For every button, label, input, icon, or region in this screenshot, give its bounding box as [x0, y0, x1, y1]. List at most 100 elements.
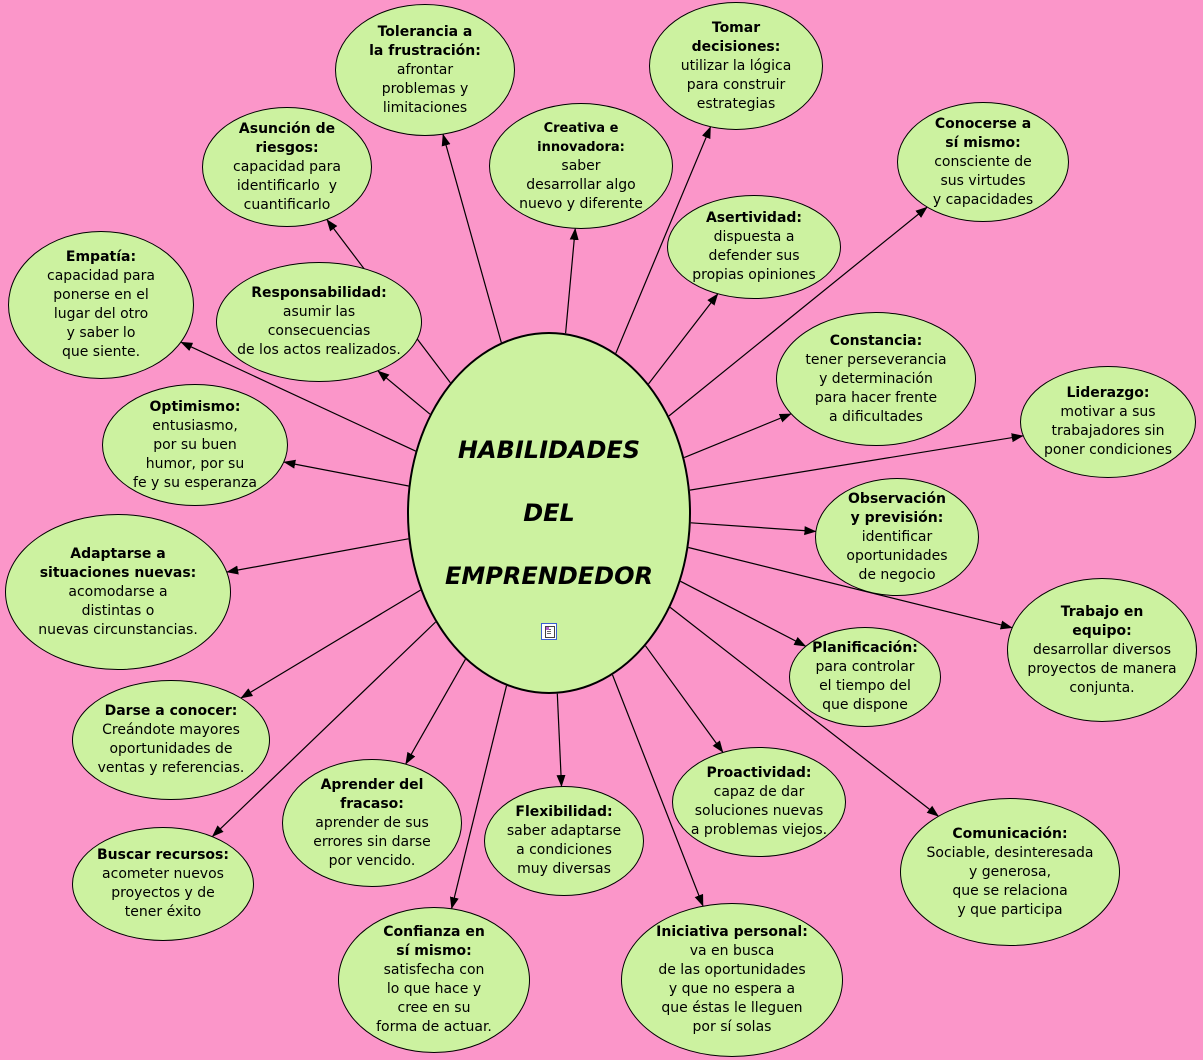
- node-title-line: sí mismo:: [945, 134, 1021, 151]
- node-title-line: equipo:: [1072, 622, 1132, 639]
- node-body-line: que se relaciona: [952, 882, 1068, 899]
- node-title-line: innovadora:: [537, 139, 625, 155]
- node-body-line: acometer nuevos: [102, 866, 224, 882]
- center-title-line: EMPRENDEDOR: [445, 561, 653, 590]
- node-body-line: desarrollar algo: [526, 176, 636, 193]
- arrow-to-tomar-decisiones: [615, 126, 711, 354]
- node-body-line: por su buen: [153, 436, 237, 453]
- node-title-line: Tomar: [711, 19, 761, 36]
- node-optimismo: Optimismo: entusiasmo, por su buen humor, p…: [102, 384, 288, 506]
- node-title-line: Comunicación:: [952, 825, 1068, 842]
- node-body-line: acomodarse a: [68, 583, 168, 600]
- node-body-line: que siente.: [61, 344, 141, 360]
- node-body-line: muy diversas: [517, 861, 611, 877]
- node-title-line: Adaptarse a: [70, 545, 166, 562]
- node-adaptarse-a-situaciones-nuevas: Adaptarse a situaciones nuevas: acomodarse…: [5, 514, 231, 670]
- node-body-line: que dispone: [822, 697, 908, 713]
- arrow-to-adaptarse-a-situaciones-nuevas: [226, 538, 409, 575]
- node-title-line: Confianza en: [383, 924, 485, 940]
- node-body-line: capacidad para: [233, 158, 341, 175]
- node-body-line: que éstas le lleguen: [661, 1000, 803, 1016]
- node-body-line: de los actos realizados.: [237, 342, 401, 358]
- node-body-line: humor, por su: [145, 455, 245, 472]
- arrow-to-responsabilidad: [377, 370, 431, 415]
- node-body-line: saber adaptarse: [506, 823, 622, 839]
- node-body-line: identificarlo y: [236, 177, 338, 194]
- node-body-line: Sociable, desinteresada: [926, 844, 1094, 861]
- arrow-to-constancia: [683, 413, 792, 459]
- node-body-line: y que participa: [957, 901, 1063, 918]
- node-body-line: errores sin darse: [313, 833, 431, 850]
- node-body-line: a condiciones: [516, 842, 612, 858]
- node-body-line: soluciones nuevas: [694, 803, 824, 819]
- arrow-to-creativa-e-innovadora: [565, 227, 579, 334]
- arrow-to-flexibilidad: [556, 693, 566, 787]
- node-body-line: cuantificarlo: [243, 196, 331, 213]
- node-title-line: Asunción de: [238, 120, 336, 137]
- node-body-line: lugar del otro: [53, 306, 149, 322]
- node-title-line: Planificación:: [812, 640, 918, 656]
- node-body-line: utilizar la lógica: [680, 57, 792, 74]
- node-title-line: Buscar recursos:: [97, 847, 229, 863]
- node-title-line: Constancia:: [829, 332, 923, 349]
- node-body-line: de las oportunidades: [658, 962, 806, 978]
- node-title-line: Optimismo:: [149, 398, 241, 415]
- node-body-line: dispuesta a: [713, 229, 795, 245]
- arrow-to-comunicacion: [669, 606, 939, 817]
- arrow-to-planificacion: [680, 580, 807, 647]
- node-title-line: sí mismo:: [396, 943, 472, 959]
- node-body-line: limitaciones: [382, 99, 468, 116]
- node-title-line: la frustración:: [369, 42, 481, 59]
- arrow-to-optimismo: [283, 459, 409, 487]
- node-title-line: Aprender del: [320, 776, 424, 793]
- node-title-line: riesgos:: [255, 139, 319, 156]
- node-body-line: lo que hace y: [386, 981, 482, 997]
- node-title-line: Creativa e: [543, 120, 619, 136]
- node-body-line: asumir las: [282, 304, 356, 320]
- node-body-line: entusiasmo,: [152, 417, 238, 434]
- arrow-to-proactividad: [645, 645, 724, 753]
- node-body-line: por sí solas: [692, 1019, 772, 1035]
- node-body-line: proyectos de manera: [1027, 660, 1177, 677]
- arrow-to-liderazgo: [689, 433, 1024, 491]
- node-title-line: situaciones nuevas:: [39, 564, 197, 581]
- node-body-line: a dificultades: [829, 408, 923, 425]
- node-title-line: y previsión:: [850, 509, 944, 526]
- node-title-line: Darse a conocer:: [104, 703, 238, 719]
- node-body-line: ponerse en el: [53, 287, 149, 303]
- node-body-line: forma de actuar.: [376, 1019, 492, 1035]
- node-title-line: Trabajo en: [1060, 603, 1144, 620]
- node-title-line: Conocerse a: [934, 115, 1032, 132]
- node-body-line: de negocio: [858, 566, 936, 583]
- node-body-line: poner condiciones: [1044, 442, 1172, 458]
- node-title-line: Proactividad:: [706, 765, 812, 781]
- node-body-line: el tiempo del: [819, 678, 911, 694]
- node-body-line: conjunta.: [1069, 679, 1135, 696]
- arrow-to-aprender-del-fracaso: [405, 659, 466, 765]
- arrow-to-darse-a-conocer: [240, 589, 421, 699]
- node-body-line: capacidad para: [47, 268, 155, 284]
- node-planificacion: Planificación: para controlar el tiempo de…: [789, 627, 941, 727]
- node-body-line: para hacer frente: [814, 389, 938, 406]
- node-body-line: para controlar: [815, 659, 915, 675]
- node-body-line: afrontar: [396, 61, 454, 78]
- node-body-line: trabajadores sin: [1051, 423, 1165, 439]
- node-body-line: problemas y: [381, 80, 469, 97]
- node-body-line: para construir: [686, 76, 786, 93]
- node-title-line: Observación: [848, 490, 946, 507]
- arrow-to-buscar-recursos: [211, 621, 437, 837]
- note-icon[interactable]: [541, 623, 557, 640]
